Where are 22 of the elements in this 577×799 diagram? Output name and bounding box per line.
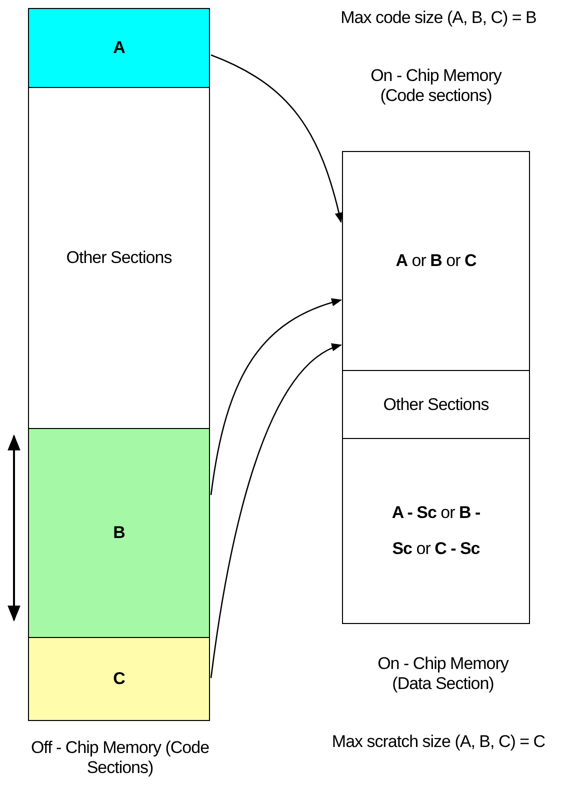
- caption-text: Max code size (A, B, C) = B: [340, 8, 538, 28]
- memory-section: [28, 8, 210, 88]
- memory-section: [28, 428, 210, 638]
- memory-section: [28, 87, 210, 429]
- caption-text: On - Chip Memory (Data Section): [376, 654, 510, 694]
- arrow: [210, 54, 343, 223]
- caption-text: Off - Chip Memory (Code Sections): [30, 738, 210, 778]
- memory-section: [342, 151, 530, 371]
- caption-text: Max scratch size (A, B, C) = C: [330, 732, 546, 752]
- memory-section: [28, 637, 210, 721]
- memory-section: [342, 370, 530, 439]
- section-text: A or B or C: [396, 251, 476, 271]
- arrow: [210, 298, 342, 496]
- arrow: [210, 344, 342, 678]
- section-label: A: [113, 38, 125, 58]
- memory-section: [342, 438, 530, 624]
- section-text: Other Sections: [383, 394, 489, 414]
- caption-text: On - Chip Memory (Code sections): [370, 66, 503, 106]
- section-label: B: [113, 523, 125, 543]
- section-text: A - Sc or B - Sc or C - Sc: [391, 502, 481, 560]
- section-label: C: [113, 669, 125, 689]
- section-text: Other Sections: [66, 248, 172, 268]
